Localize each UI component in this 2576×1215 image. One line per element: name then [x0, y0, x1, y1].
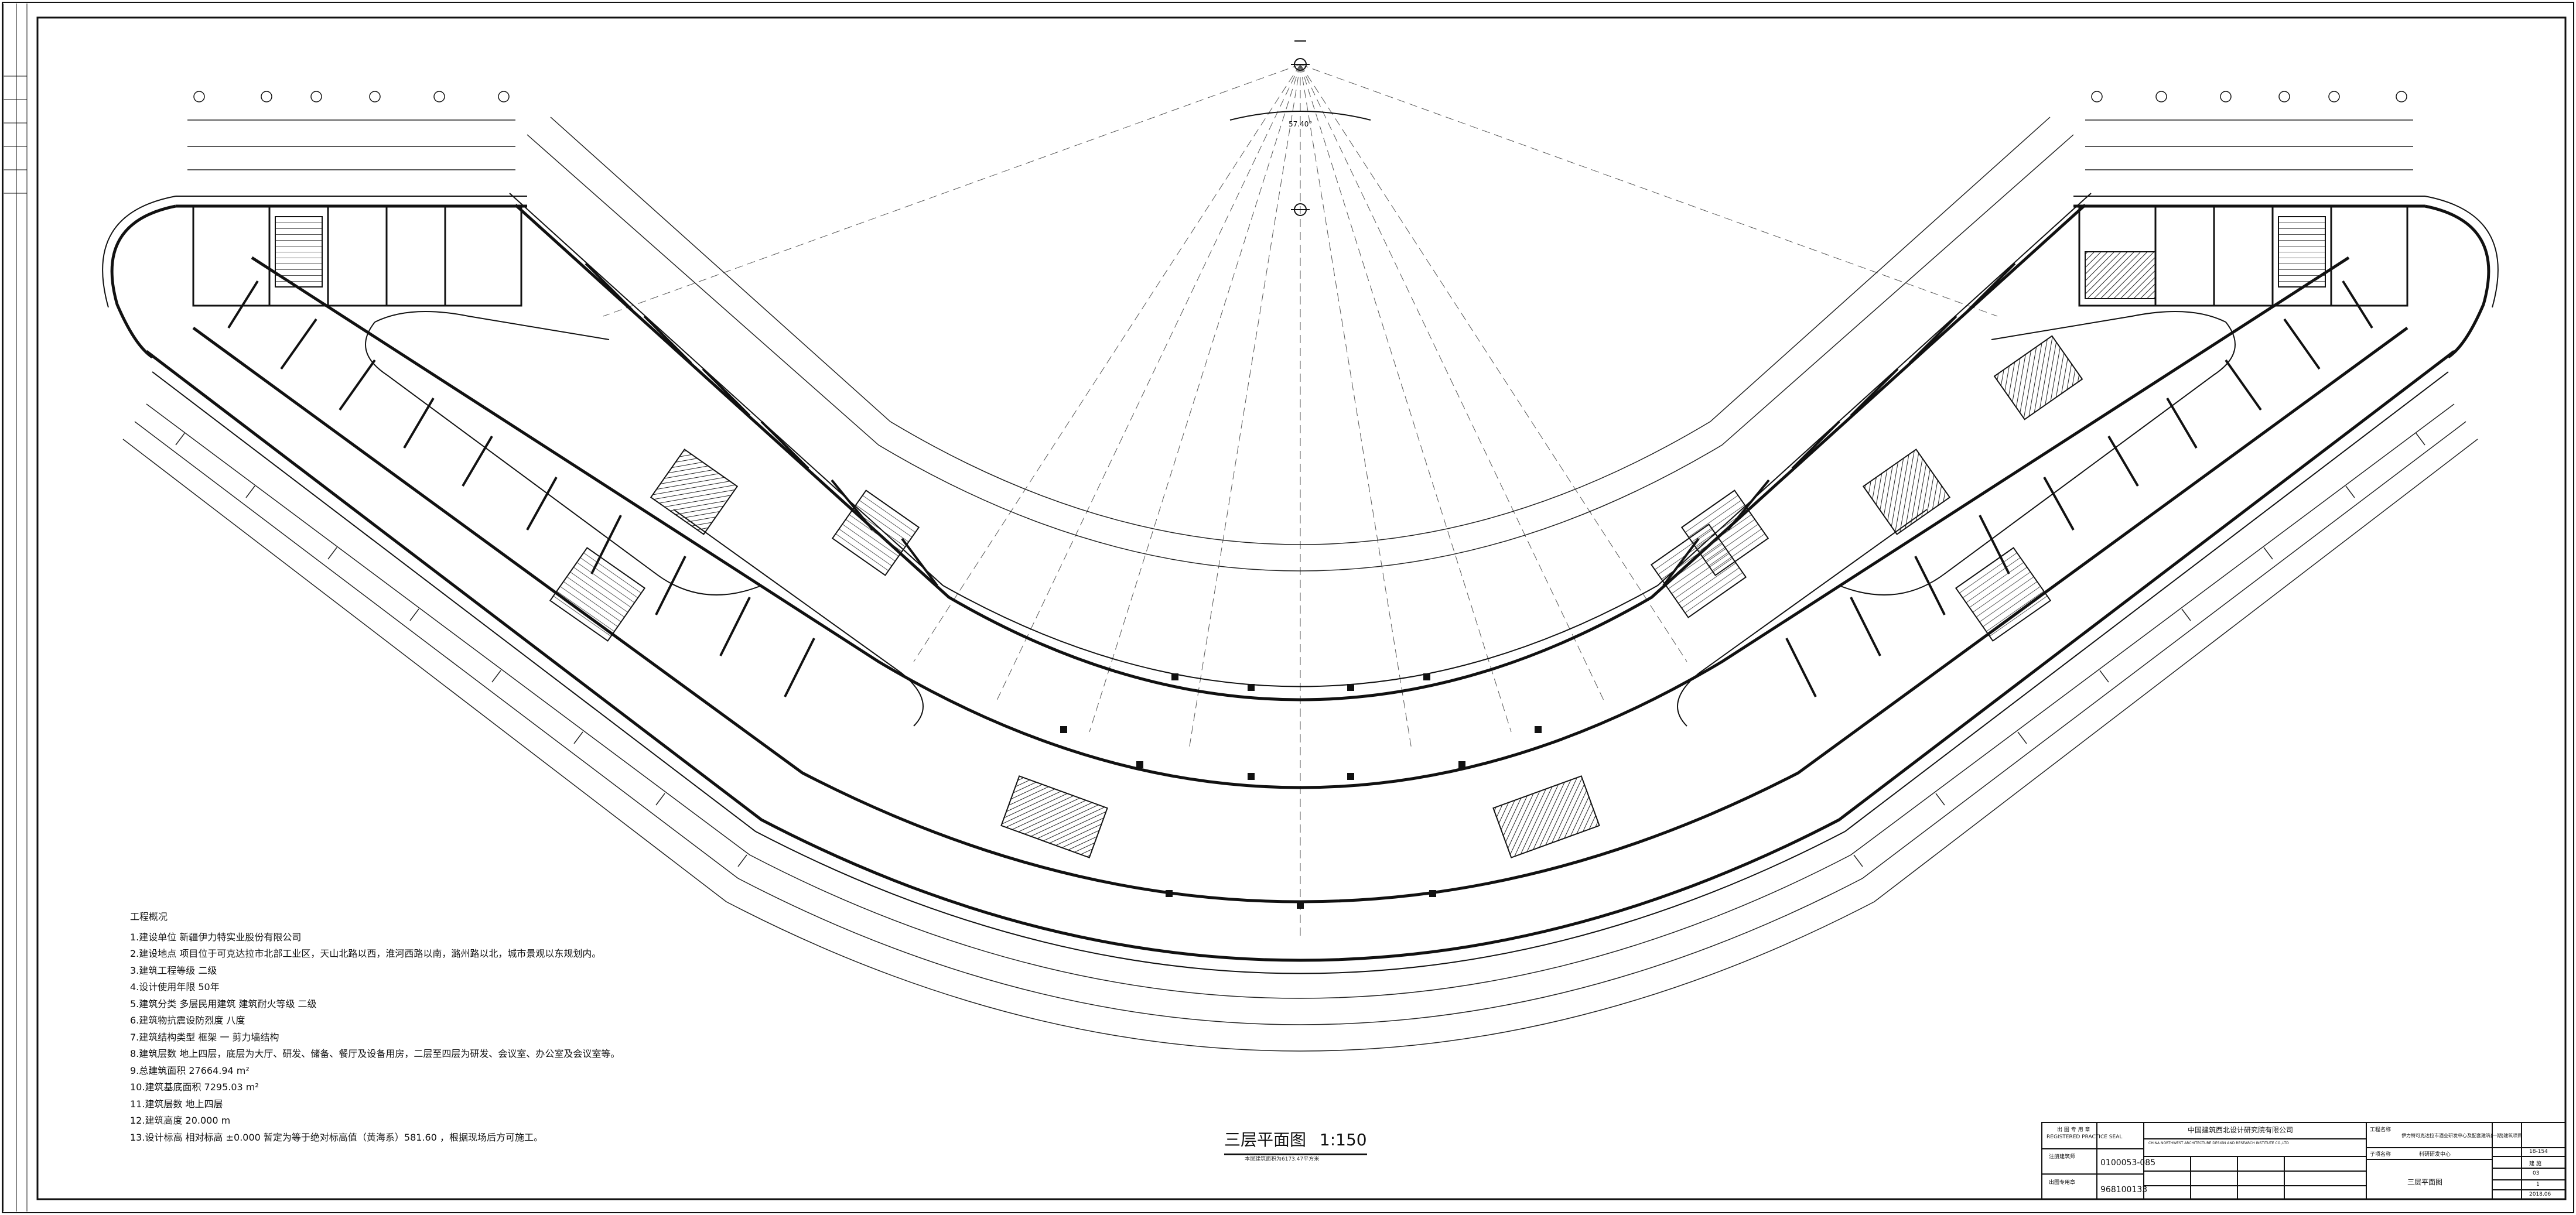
note-item: 7.建筑结构类型 框架 一 剪力墙结构: [130, 1031, 279, 1043]
note-item: 10.建筑基底面积 7295.03 m²: [130, 1081, 259, 1093]
note-item: 2.建设地点 项目位于可克达拉市北部工业区，天山北路以西，淮河西路以南，潞州路以…: [130, 948, 602, 959]
cert-label: 出图专用章: [2049, 1180, 2076, 1186]
company-name: 中国建筑西北设计研究院有限公司: [2188, 1126, 2294, 1134]
general-notes: 工程概况 1.建设单位 新疆伊力特实业股份有限公司 2.建设地点 项目位于可克达…: [130, 909, 833, 1146]
plan-subtitle: 本层建筑面积为6173.47平方米: [1245, 1156, 1320, 1162]
plan-title-underline: [1224, 1154, 1367, 1155]
reference-point-marker: [1229, 40, 1371, 216]
discipline: 建 施: [2529, 1161, 2541, 1167]
note-item: 8.建筑层数 地上四层，底层为大厅、研发、储备、餐厅及设备用房，二层至四层为研发…: [130, 1048, 620, 1059]
version: 1: [2536, 1182, 2540, 1187]
structural-columns: [1060, 673, 1542, 909]
sheet-number: 03: [2533, 1170, 2540, 1176]
note-item: 3.建筑工程等级 二级: [130, 964, 217, 976]
building-outline: [110, 204, 2490, 962]
seal-header: 出 图 专 用 章: [2057, 1127, 2090, 1133]
subproject-label: 子项名称: [2370, 1152, 2391, 1158]
axis-bubbles-top: [193, 91, 2407, 102]
note-item: 13.设计标高 相对标高 ±0.000 暂定为等于绝对标高值（黄海系）581.6…: [130, 1131, 543, 1143]
seal-header-en: REGISTERED PRACTICE SEAL: [2047, 1134, 2123, 1140]
date: 2018.06: [2529, 1192, 2551, 1197]
note-item: 6.建筑物抗震设防烈度 八度: [130, 1015, 245, 1026]
note-item: 9.总建筑面积 27664.94 m²: [130, 1065, 250, 1076]
plan-title-text: 三层平面图: [1224, 1130, 1307, 1149]
plan-title: 三层平面图 1:150: [1224, 1127, 1367, 1155]
dimension-lines-top: [187, 119, 2413, 170]
subproject-name: 科研研发中心: [2419, 1152, 2451, 1158]
north-wing-rooms: [192, 205, 2408, 307]
note-item: 4.设计使用年限 50年: [130, 981, 220, 992]
title-block-grid: [2041, 1122, 2566, 1200]
room-partitions-right: [1662, 262, 2373, 697]
stair-cores: [275, 216, 2326, 858]
note-item: 5.建筑分类 多层民用建筑 建筑耐火等级 二级: [130, 998, 317, 1009]
outer-dimension-rings: [122, 117, 2478, 1052]
note-item: 1.建设单位 新疆伊力特实业股份有限公司: [130, 931, 302, 943]
notes-title: 工程概况: [130, 911, 168, 922]
project-label: 工程名称: [2370, 1127, 2391, 1133]
designer-label: 注册建筑师: [2049, 1154, 2076, 1160]
radial-guide-lines: [603, 64, 1998, 937]
company-name-en: CHINA NORTHWEST ARCHITECTURE DESIGN AND …: [2148, 1141, 2289, 1145]
drawing-name: 三层平面图: [2407, 1178, 2443, 1186]
north-angle-label: 57.40°: [1289, 120, 1313, 128]
dimension-ticks: [175, 433, 2425, 867]
note-item: 11.建筑层数 地上四层: [130, 1098, 223, 1110]
note-item: 12.建筑高度 20.000 m: [130, 1115, 231, 1126]
project-number: 18-154: [2529, 1149, 2548, 1155]
curtain-walls: [102, 193, 2499, 974]
cert-number: 0100053-085: [2100, 1158, 2156, 1168]
project-name: 伊力特可克达拉市酒业研发中心及配套建筑(一期)建筑项目: [2401, 1133, 2523, 1138]
cert-number-2: 968100133: [2100, 1185, 2148, 1195]
plan-scale: 1:150: [1319, 1130, 1367, 1149]
